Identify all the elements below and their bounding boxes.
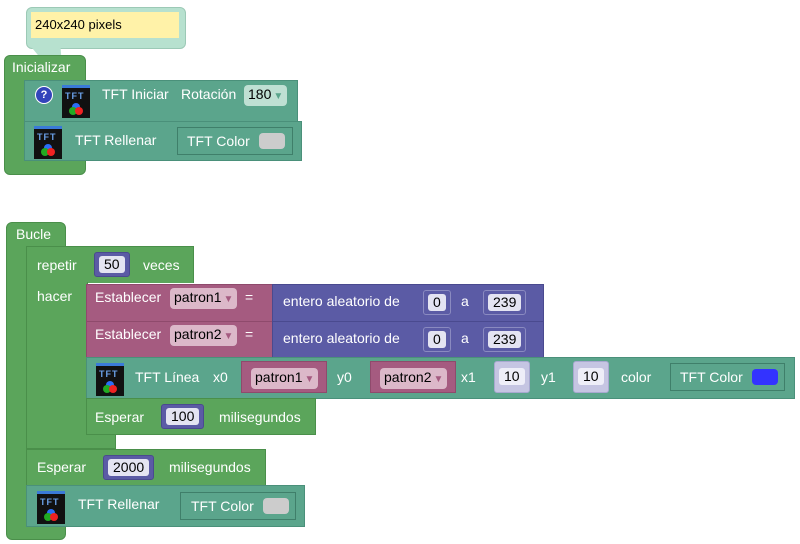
do-label: hacer — [37, 288, 73, 304]
variable-dropdown[interactable]: patron2▼ — [380, 368, 448, 389]
variable-dropdown[interactable]: patron2▼ — [170, 325, 238, 346]
wait-value[interactable]: 100 — [166, 408, 200, 425]
variable-name: patron2 — [384, 369, 432, 385]
repeat-count-input[interactable]: 50 — [94, 252, 130, 277]
x1-label: x1 — [461, 369, 476, 385]
y0-variable-block[interactable]: patron2▼ — [370, 361, 456, 393]
random-from-input[interactable]: 0 — [423, 290, 451, 315]
tft-icon: TFT — [62, 85, 90, 118]
random-from[interactable]: 0 — [428, 331, 446, 348]
help-icon[interactable]: ? — [35, 86, 53, 104]
random-int-block[interactable]: entero aleatorio de 0 a 239 — [272, 321, 544, 359]
y0-label: y0 — [337, 369, 352, 385]
chevron-down-icon: ▼ — [273, 91, 284, 102]
tft-icon: TFT — [37, 491, 65, 524]
equals-label: = — [245, 326, 254, 342]
set-label: Establecer — [95, 326, 162, 342]
tft-color-block[interactable]: TFT Color — [177, 127, 293, 155]
tft-fill-block[interactable]: TFT TFT Rellenar TFT Color — [24, 121, 302, 161]
set-label: Establecer — [95, 289, 162, 305]
comment-bubble[interactable]: 240x240 pixels — [26, 7, 186, 49]
tft-fill-label: TFT Rellenar — [78, 496, 160, 512]
comment-text[interactable]: 240x240 pixels — [31, 12, 179, 38]
random-label: entero aleatorio de — [283, 330, 400, 346]
wait-input[interactable]: 100 — [161, 404, 205, 429]
color-label: color — [621, 369, 652, 385]
x0-variable-block[interactable]: patron1▼ — [241, 361, 327, 393]
repeat-count[interactable]: 50 — [99, 256, 125, 273]
random-to[interactable]: 239 — [488, 331, 522, 348]
to-label: a — [461, 330, 469, 346]
wait-unit: milisegundos — [169, 459, 251, 475]
random-int-block[interactable]: entero aleatorio de 0 a 239 — [272, 284, 544, 322]
tft-fill-label: TFT Rellenar — [75, 132, 157, 148]
rotation-value: 180 — [248, 86, 272, 102]
color-swatch[interactable] — [263, 498, 289, 514]
tft-color-label: TFT Color — [187, 133, 250, 149]
wait-value[interactable]: 2000 — [108, 459, 150, 476]
wait-input[interactable]: 2000 — [103, 455, 155, 480]
repeat-label: repetir — [37, 257, 77, 273]
y1-label: y1 — [541, 369, 556, 385]
set-variable-block[interactable]: Establecer patron2▼ = — [86, 321, 274, 359]
wait-block[interactable]: Esperar 100 milisegundos — [86, 398, 316, 435]
chevron-down-icon: ▼ — [304, 374, 315, 385]
random-to-input[interactable]: 239 — [483, 327, 527, 352]
variable-name: patron1 — [174, 289, 222, 305]
equals-label: = — [245, 289, 254, 305]
tft-fill-block[interactable]: TFT TFT Rellenar TFT Color — [26, 485, 305, 527]
chevron-down-icon: ▼ — [433, 374, 444, 385]
color-swatch[interactable] — [752, 369, 778, 385]
tft-color-label: TFT Color — [191, 498, 254, 514]
wait-block[interactable]: Esperar 2000 milisegundos — [26, 449, 266, 486]
tft-color-block[interactable]: TFT Color — [180, 492, 296, 520]
chevron-down-icon: ▼ — [223, 294, 234, 305]
x1-value[interactable]: 10 — [499, 368, 525, 385]
variable-dropdown[interactable]: patron1▼ — [170, 288, 238, 309]
tft-color-label: TFT Color — [680, 369, 743, 385]
tft-icon: TFT — [34, 126, 62, 159]
times-label: veces — [143, 257, 180, 273]
x0-label: x0 — [213, 369, 228, 385]
variable-dropdown[interactable]: patron1▼ — [251, 368, 319, 389]
wait-label: Esperar — [37, 459, 87, 475]
color-swatch[interactable] — [259, 133, 285, 149]
setup-label: Inicializar — [12, 59, 71, 75]
tft-line-block[interactable]: TFT TFT Línea x0 patron1▼ y0 patron2▼ x1… — [86, 357, 795, 399]
wait-label: Esperar — [95, 409, 145, 425]
variable-name: patron2 — [174, 326, 222, 342]
tft-color-block[interactable]: TFT Color — [670, 363, 785, 391]
x1-input[interactable]: 10 — [494, 361, 530, 393]
tft-init-block[interactable]: ? TFT TFT Iniciar Rotación 180▼ — [24, 80, 298, 122]
to-label: a — [461, 293, 469, 309]
tft-icon: TFT — [96, 363, 124, 396]
wait-unit: milisegundos — [219, 409, 301, 425]
set-variable-block[interactable]: Establecer patron1▼ = — [86, 284, 274, 322]
repeat-block-bottom — [26, 433, 116, 449]
y1-value[interactable]: 10 — [578, 368, 604, 385]
rotation-dropdown[interactable]: 180▼ — [244, 85, 288, 106]
repeat-block-body — [26, 282, 88, 434]
tft-line-label: TFT Línea — [135, 369, 200, 385]
random-label: entero aleatorio de — [283, 293, 400, 309]
random-to-input[interactable]: 239 — [483, 290, 527, 315]
random-from-input[interactable]: 0 — [423, 327, 451, 352]
random-from[interactable]: 0 — [428, 294, 446, 311]
y1-input[interactable]: 10 — [573, 361, 609, 393]
rotation-label: Rotación — [181, 86, 237, 102]
tft-init-label: TFT Iniciar — [102, 86, 169, 102]
loop-label: Bucle — [16, 226, 52, 242]
chevron-down-icon: ▼ — [223, 331, 234, 342]
variable-name: patron1 — [255, 369, 303, 385]
random-to[interactable]: 239 — [488, 294, 522, 311]
